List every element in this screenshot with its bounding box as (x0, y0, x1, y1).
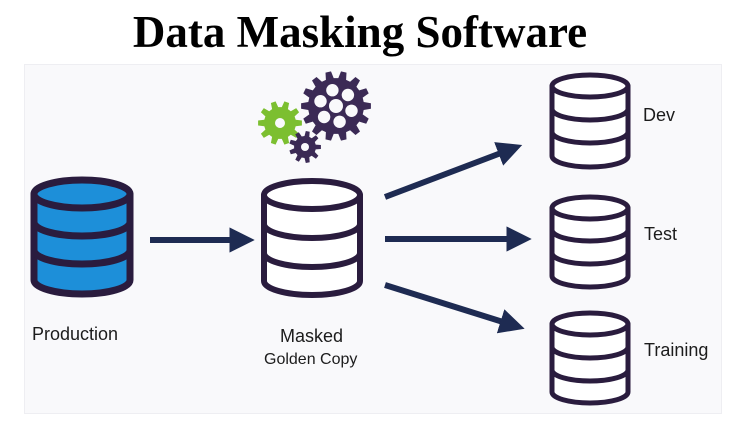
dev-label: Dev (643, 105, 676, 125)
masked-label: Masked (280, 326, 344, 346)
masked-subtitle-label: Golden Copy (264, 351, 358, 368)
page-title: Data Masking Software (132, 7, 588, 57)
small-purple-gear-icon (289, 131, 321, 163)
arrow-masked-to-dev (383, 142, 523, 200)
training-label: Training (644, 340, 709, 360)
training-database-icon (549, 310, 631, 406)
large-purple-gear-icon (301, 71, 371, 141)
green-gear-icon (258, 101, 302, 145)
gears-icon (258, 71, 371, 163)
test-database-icon (549, 194, 631, 290)
production-label: Production (32, 324, 119, 344)
dev-database-icon (549, 72, 631, 170)
masked-database-icon (261, 178, 363, 298)
production-database-icon (30, 176, 134, 298)
test-label: Test (644, 224, 678, 244)
arrow-masked-to-training (384, 282, 525, 334)
